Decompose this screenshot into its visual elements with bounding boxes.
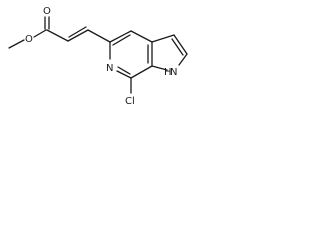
bond-c7-n6-inner xyxy=(117,66,131,75)
bond-c5-c4 xyxy=(109,30,132,43)
bond-c5-c4-inner xyxy=(112,34,131,46)
bond-methyl-oxygen xyxy=(8,39,25,49)
bond-c4-c3a xyxy=(130,30,153,43)
bond-c7-n6 xyxy=(116,70,132,79)
bond-c7a-c7 xyxy=(130,65,153,79)
bond-c3-c2-inner xyxy=(171,38,184,56)
bond-oxygen-carbonyl xyxy=(33,29,47,38)
bond-alkene-double-1 xyxy=(67,29,89,42)
ester-oxygen-label: O xyxy=(25,34,33,45)
bond-carbonyl-alkene xyxy=(46,29,69,42)
bond-n1-c7a xyxy=(151,65,168,71)
carbonyl-oxygen-label: O xyxy=(43,6,51,17)
bond-c2-n1 xyxy=(178,53,188,66)
bond-c3a-c3 xyxy=(151,34,175,43)
chlorine-label: Cl xyxy=(125,96,135,107)
bond-c3-c2 xyxy=(173,34,188,55)
pyridine-nitrogen-label: N xyxy=(106,63,113,74)
bond-alkene-double-2 xyxy=(68,26,87,38)
bond-alkene-ring xyxy=(87,29,111,43)
pyrrole-nitrogen-label: N xyxy=(170,67,177,78)
chemical-structure: O O N N H Cl xyxy=(8,6,188,107)
pyrrole-hydrogen-label: H xyxy=(164,67,172,78)
